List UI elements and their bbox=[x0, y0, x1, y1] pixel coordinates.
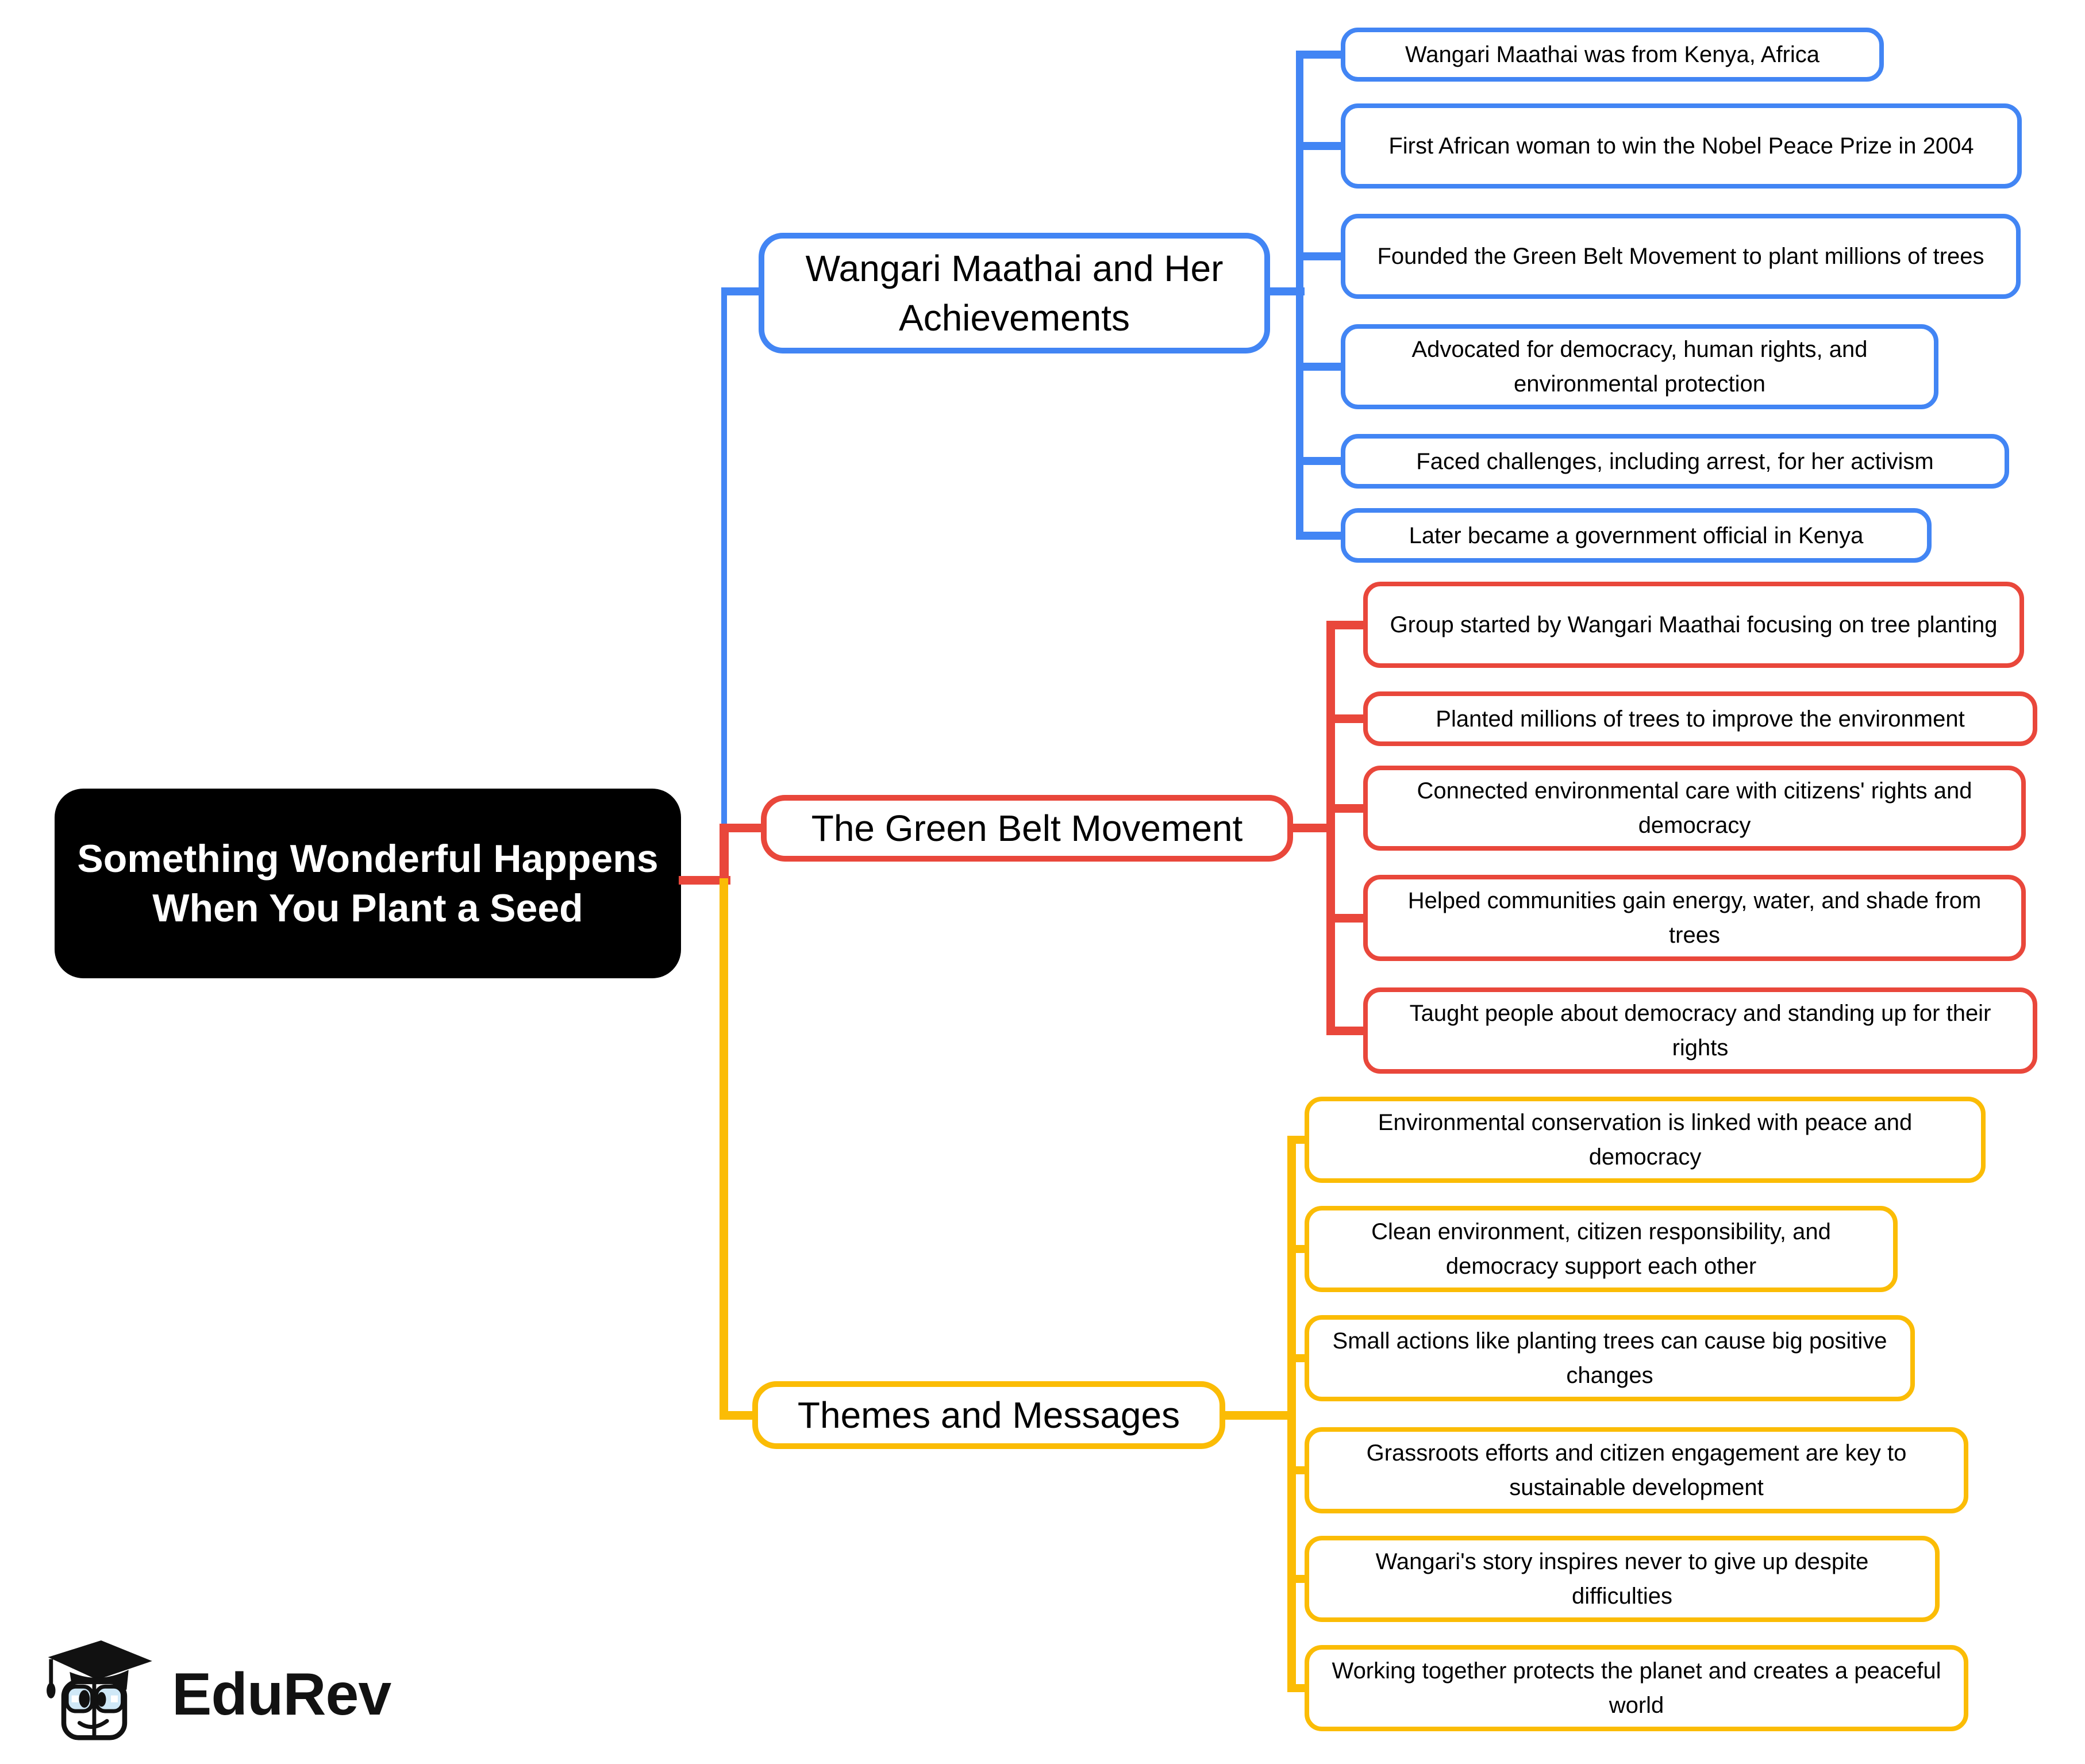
leaf-node-red-5: Taught people about democracy and standi… bbox=[1363, 987, 2037, 1074]
leaf-node-blue-5: Faced challenges, including arrest, for … bbox=[1341, 434, 2009, 489]
connector-yellow-stub-2 bbox=[1287, 1245, 1307, 1253]
connector-red-stub-4 bbox=[1326, 914, 1364, 923]
connector-red-stub-5 bbox=[1326, 1027, 1364, 1035]
connector-blue-stub-6 bbox=[1296, 532, 1342, 540]
leaf-node-red-1: Group started by Wangari Maathai focusin… bbox=[1363, 582, 2024, 668]
leaf-node-yellow-1: Environmental conservation is linked wit… bbox=[1305, 1097, 1986, 1183]
connector-blue-stub-1 bbox=[1296, 51, 1342, 59]
connector-central-stub-red bbox=[679, 876, 730, 885]
leaf-node-yellow-2: Clean environment, citizen responsibilit… bbox=[1305, 1206, 1898, 1292]
edurev-mascot-icon bbox=[40, 1631, 158, 1758]
leaf-node-yellow-3: Small actions like planting trees can ca… bbox=[1305, 1315, 1915, 1401]
connector-main-blue-to-branch bbox=[721, 287, 761, 295]
leaf-node-blue-6: Later became a government official in Ke… bbox=[1341, 508, 1932, 563]
leaf-node-blue-4: Advocated for democracy, human rights, a… bbox=[1341, 324, 1938, 409]
connector-yellow-stub-1 bbox=[1287, 1136, 1307, 1144]
branch-node-achievements: Wangari Maathai and Her Achievements bbox=[759, 233, 1270, 353]
connector-yellow-stub-4 bbox=[1287, 1466, 1307, 1474]
connector-main-yellow-vertical bbox=[720, 878, 728, 1419]
branch-node-green-belt-movement: The Green Belt Movement bbox=[761, 795, 1293, 862]
connector-blue-stub-4 bbox=[1296, 363, 1342, 371]
connector-red-stub-1 bbox=[1326, 621, 1364, 629]
leaf-node-yellow-6: Working together protects the planet and… bbox=[1305, 1645, 1968, 1731]
central-topic-node: Something Wonderful Happens When You Pla… bbox=[55, 789, 681, 978]
connector-yellow-branch-to-trunk bbox=[1223, 1411, 1291, 1420]
connector-red-stub-3 bbox=[1326, 804, 1364, 813]
connector-blue-leaf-trunk bbox=[1296, 51, 1303, 540]
connector-blue-stub-5 bbox=[1296, 457, 1342, 465]
connector-yellow-leaf-trunk bbox=[1287, 1136, 1296, 1692]
leaf-node-yellow-5: Wangari's story inspires never to give u… bbox=[1305, 1536, 1940, 1622]
connector-yellow-stub-3 bbox=[1287, 1354, 1307, 1362]
connector-yellow-stub-6 bbox=[1287, 1684, 1307, 1692]
leaf-node-blue-3: Founded the Green Belt Movement to plant… bbox=[1341, 214, 2021, 299]
leaf-node-blue-2: First African woman to win the Nobel Pea… bbox=[1341, 103, 2022, 189]
connector-yellow-stub-5 bbox=[1287, 1575, 1307, 1583]
branch-node-themes-messages: Themes and Messages bbox=[752, 1381, 1225, 1449]
connector-main-yellow-to-branch bbox=[720, 1411, 755, 1420]
leaf-node-blue-1: Wangari Maathai was from Kenya, Africa bbox=[1341, 28, 1884, 82]
leaf-node-red-2: Planted millions of trees to improve the… bbox=[1363, 691, 2037, 746]
edurev-logo: EduRev bbox=[40, 1631, 391, 1758]
connector-main-red-to-branch bbox=[720, 824, 764, 832]
leaf-node-yellow-4: Grassroots efforts and citizen engagemen… bbox=[1305, 1427, 1968, 1513]
connector-main-red-vertical bbox=[720, 824, 729, 885]
connector-red-leaf-trunk bbox=[1326, 621, 1335, 1035]
leaf-node-red-3: Connected environmental care with citize… bbox=[1363, 766, 2026, 851]
connector-red-branch-to-trunk bbox=[1291, 824, 1334, 832]
connector-red-stub-2 bbox=[1326, 714, 1364, 723]
connector-blue-branch-to-trunk bbox=[1268, 287, 1305, 295]
connector-blue-stub-3 bbox=[1296, 252, 1342, 260]
connector-main-blue-vertical bbox=[721, 287, 727, 829]
leaf-node-red-4: Helped communities gain energy, water, a… bbox=[1363, 875, 2026, 961]
connector-blue-stub-2 bbox=[1296, 142, 1342, 150]
edurev-logo-text: EduRev bbox=[172, 1661, 391, 1728]
